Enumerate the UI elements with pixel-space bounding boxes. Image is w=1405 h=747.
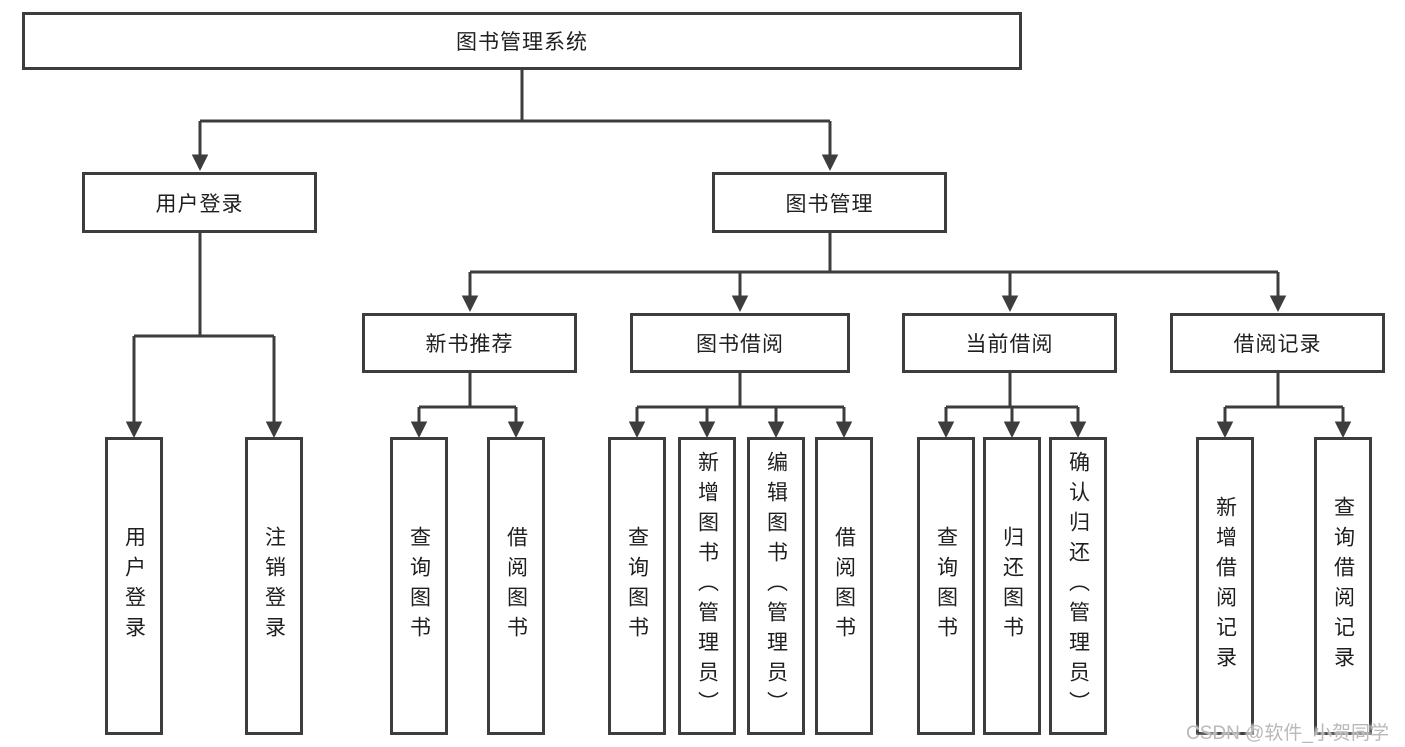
leaf-label: 归还图书 [1000, 526, 1024, 646]
node-book-management: 图书管理 [712, 172, 947, 233]
node-borrowing-records: 借阅记录 [1170, 313, 1385, 373]
leaf-label: 查询借阅记录 [1331, 496, 1355, 676]
leaf-search-books: 查询图书 [917, 437, 975, 735]
leaf-return-books: 归还图书 [983, 437, 1041, 735]
leaf-label: 注销登录 [262, 526, 286, 646]
leaf-label: 借阅图书 [504, 526, 528, 646]
leaf-add-books-admin: 新增图书（管理员） [678, 437, 736, 735]
leaf-search-borrow-record: 查询借阅记录 [1314, 437, 1372, 735]
node-label: 图书管理系统 [456, 31, 588, 54]
node-label: 借阅记录 [1233, 333, 1322, 356]
leaf-search-books: 查询图书 [390, 437, 448, 735]
leaf-label: 查询图书 [934, 526, 958, 646]
csdn-watermark: CSDN @软件_小贺同学 [1186, 723, 1389, 744]
node-new-book-recommendation: 新书推荐 [362, 313, 577, 373]
leaf-label: 新增图书（管理员） [695, 451, 719, 721]
leaf-borrow-books: 借阅图书 [815, 437, 873, 735]
leaf-label: 编辑图书（管理员） [764, 451, 788, 721]
leaf-add-borrow-record: 新增借阅记录 [1196, 437, 1254, 735]
leaf-borrow-books: 借阅图书 [487, 437, 545, 735]
node-label: 当前借阅 [965, 333, 1054, 356]
leaf-label: 查询图书 [407, 526, 431, 646]
leaf-label: 借阅图书 [832, 526, 856, 646]
node-label: 用户登录 [155, 192, 244, 216]
leaf-confirm-return-admin: 确认归还（管理员） [1049, 437, 1107, 735]
node-label: 图书借阅 [696, 333, 784, 356]
leaf-search-books: 查询图书 [608, 437, 666, 735]
leaf-label: 用户登录 [122, 526, 146, 646]
node-library-system: 图书管理系统 [22, 12, 1022, 70]
leaf-label: 确认归还（管理员） [1066, 451, 1090, 721]
leaf-edit-books-admin: 编辑图书（管理员） [747, 437, 805, 735]
node-current-borrowing: 当前借阅 [902, 313, 1117, 373]
leaf-logout: 注销登录 [245, 437, 303, 735]
leaf-user-login: 用户登录 [105, 437, 163, 735]
node-user-login: 用户登录 [82, 172, 317, 233]
node-book-borrowing: 图书借阅 [630, 313, 850, 373]
node-label: 新书推荐 [425, 333, 514, 356]
leaf-label: 查询图书 [625, 526, 649, 646]
node-label: 图书管理 [785, 192, 874, 216]
leaf-label: 新增借阅记录 [1213, 496, 1237, 676]
